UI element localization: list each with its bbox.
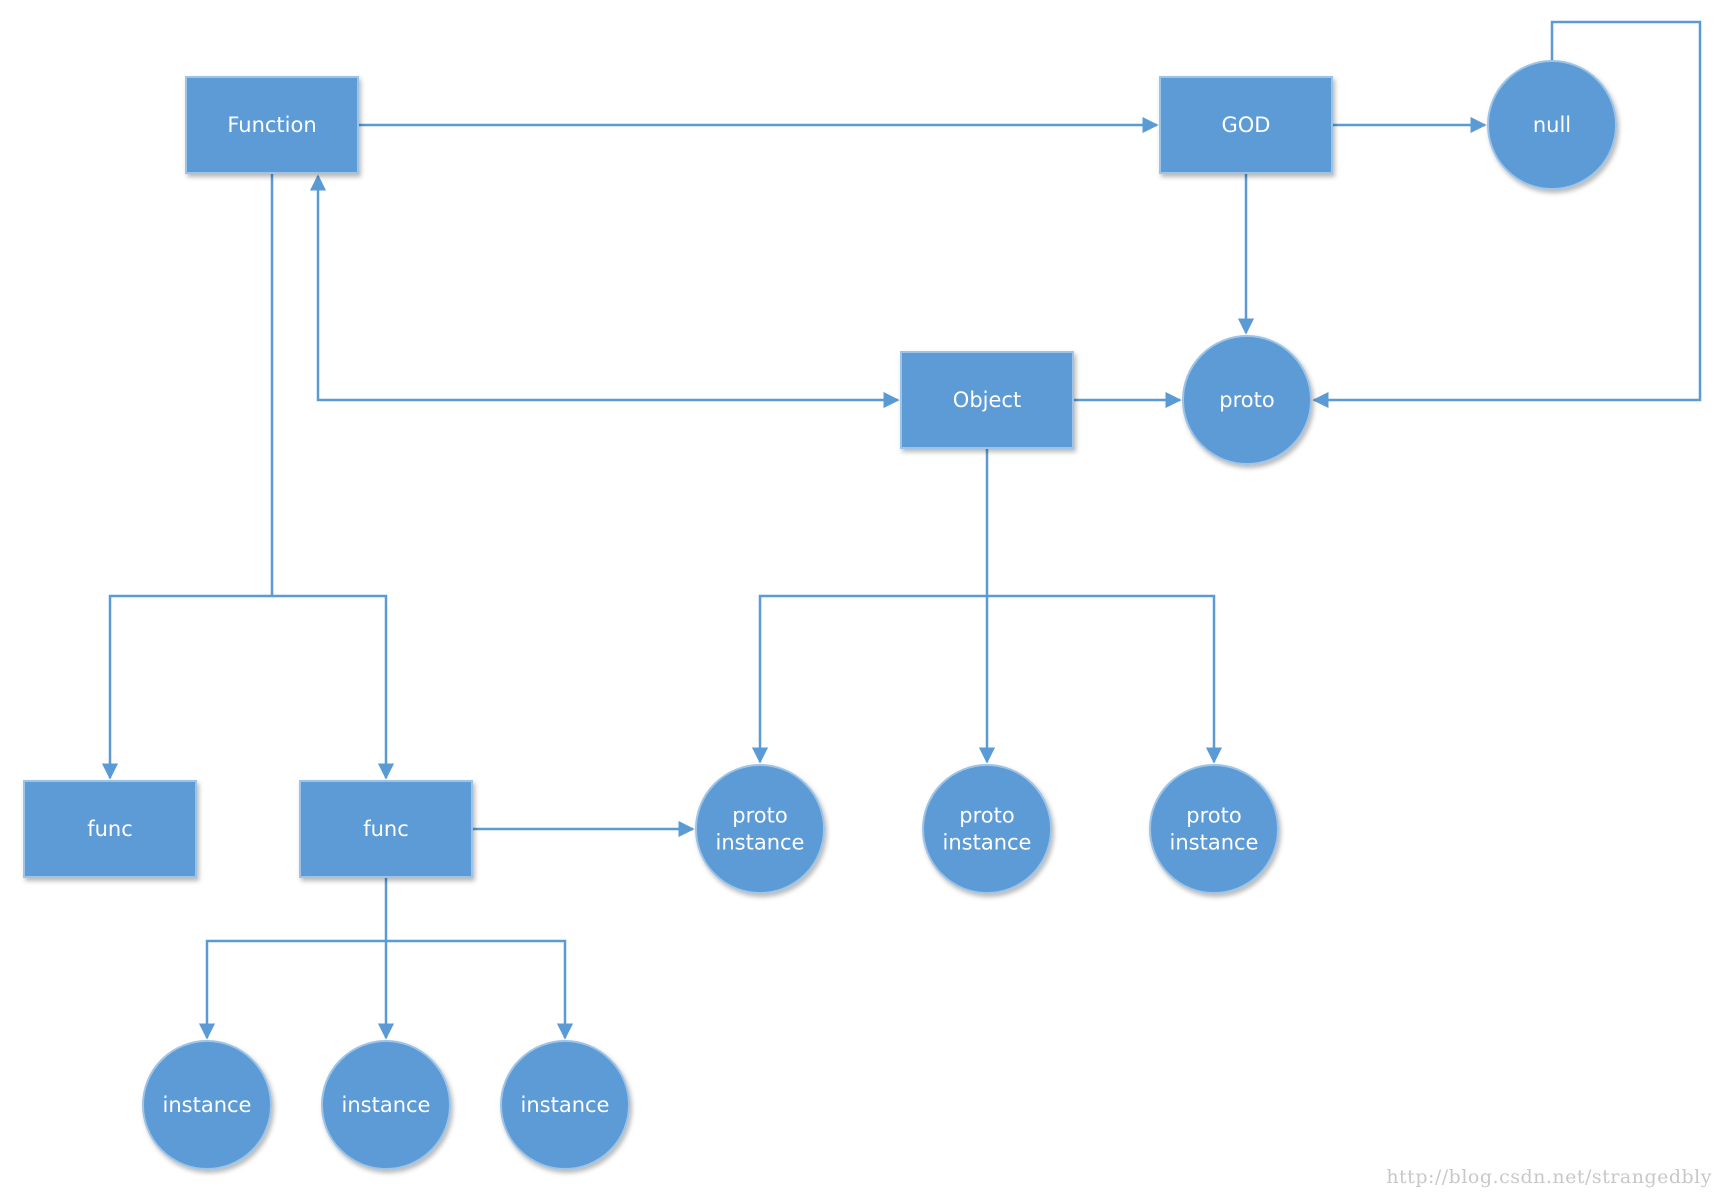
node-func-1-box: [23, 780, 197, 878]
node-proto-instance-3-circle: [1149, 764, 1279, 894]
node-proto-instance-1-circle: [695, 764, 825, 894]
node-instance-1: instance: [142, 1040, 272, 1170]
node-function: Function: [185, 76, 359, 174]
node-god: GOD: [1159, 76, 1333, 174]
node-instance-2-circle: [321, 1040, 451, 1170]
node-instance-2: instance: [321, 1040, 451, 1170]
edge-object-to-proto-instance-1: [751, 448, 989, 764]
node-object-label-0: Object: [953, 388, 1021, 412]
node-proto-instance-3-label-0: proto: [1186, 804, 1241, 828]
node-instance-2-label-0: instance: [342, 1093, 431, 1117]
node-func-1-label-0: func: [87, 817, 133, 841]
node-instance-3-label-0: instance: [521, 1093, 610, 1117]
node-null-label-0: null: [1533, 113, 1571, 137]
node-null: null: [1487, 60, 1617, 190]
node-proto-circle: [1182, 335, 1312, 465]
node-object-box: [900, 351, 1074, 449]
node-god-box: [1159, 76, 1333, 174]
node-proto-instance-1-label-0: proto: [732, 804, 787, 828]
node-instance-3: instance: [500, 1040, 630, 1170]
edge-null-to-proto: [1312, 20, 1702, 409]
node-proto-instance-1-label-1: instance: [716, 831, 805, 855]
node-proto-label-0: proto: [1219, 388, 1274, 412]
node-proto-instance-2: proto instance: [922, 764, 1052, 894]
node-proto-instance-2-circle: [922, 764, 1052, 894]
node-func-2-label-0: func: [363, 817, 409, 841]
edges-layer: [101, 20, 1702, 1040]
edge-function-to-func-2: [272, 594, 395, 780]
node-func-2: func: [299, 780, 473, 878]
edge-func-2-to-instance-1: [198, 877, 388, 1040]
watermark-text: http://blog.csdn.net/strangedbly: [1386, 1166, 1712, 1188]
edge-function-to-func-1: [101, 173, 274, 780]
node-god-label-0: GOD: [1222, 113, 1271, 137]
node-instance-3-circle: [500, 1040, 630, 1170]
node-function-label-0: Function: [227, 113, 316, 137]
node-instance-1-circle: [142, 1040, 272, 1170]
node-func-1: func: [23, 780, 197, 878]
edge-object-to-proto-instance-3: [987, 594, 1223, 764]
node-instance-1-label-0: instance: [163, 1093, 252, 1117]
edge-object-to-function: [309, 174, 900, 409]
node-object: Object: [900, 351, 1074, 449]
node-proto-instance-3: proto instance: [1149, 764, 1279, 894]
edge-func-2-to-instance-3: [386, 939, 574, 1040]
node-proto-instance-1: proto instance: [695, 764, 825, 894]
node-null-circle: [1487, 60, 1617, 190]
node-proto-instance-2-label-0: proto: [959, 804, 1014, 828]
node-func-2-box: [299, 780, 473, 878]
node-proto-instance-2-label-1: instance: [943, 831, 1032, 855]
node-proto-instance-3-label-1: instance: [1170, 831, 1259, 855]
node-function-box: [185, 76, 359, 174]
node-proto: proto: [1182, 335, 1312, 465]
